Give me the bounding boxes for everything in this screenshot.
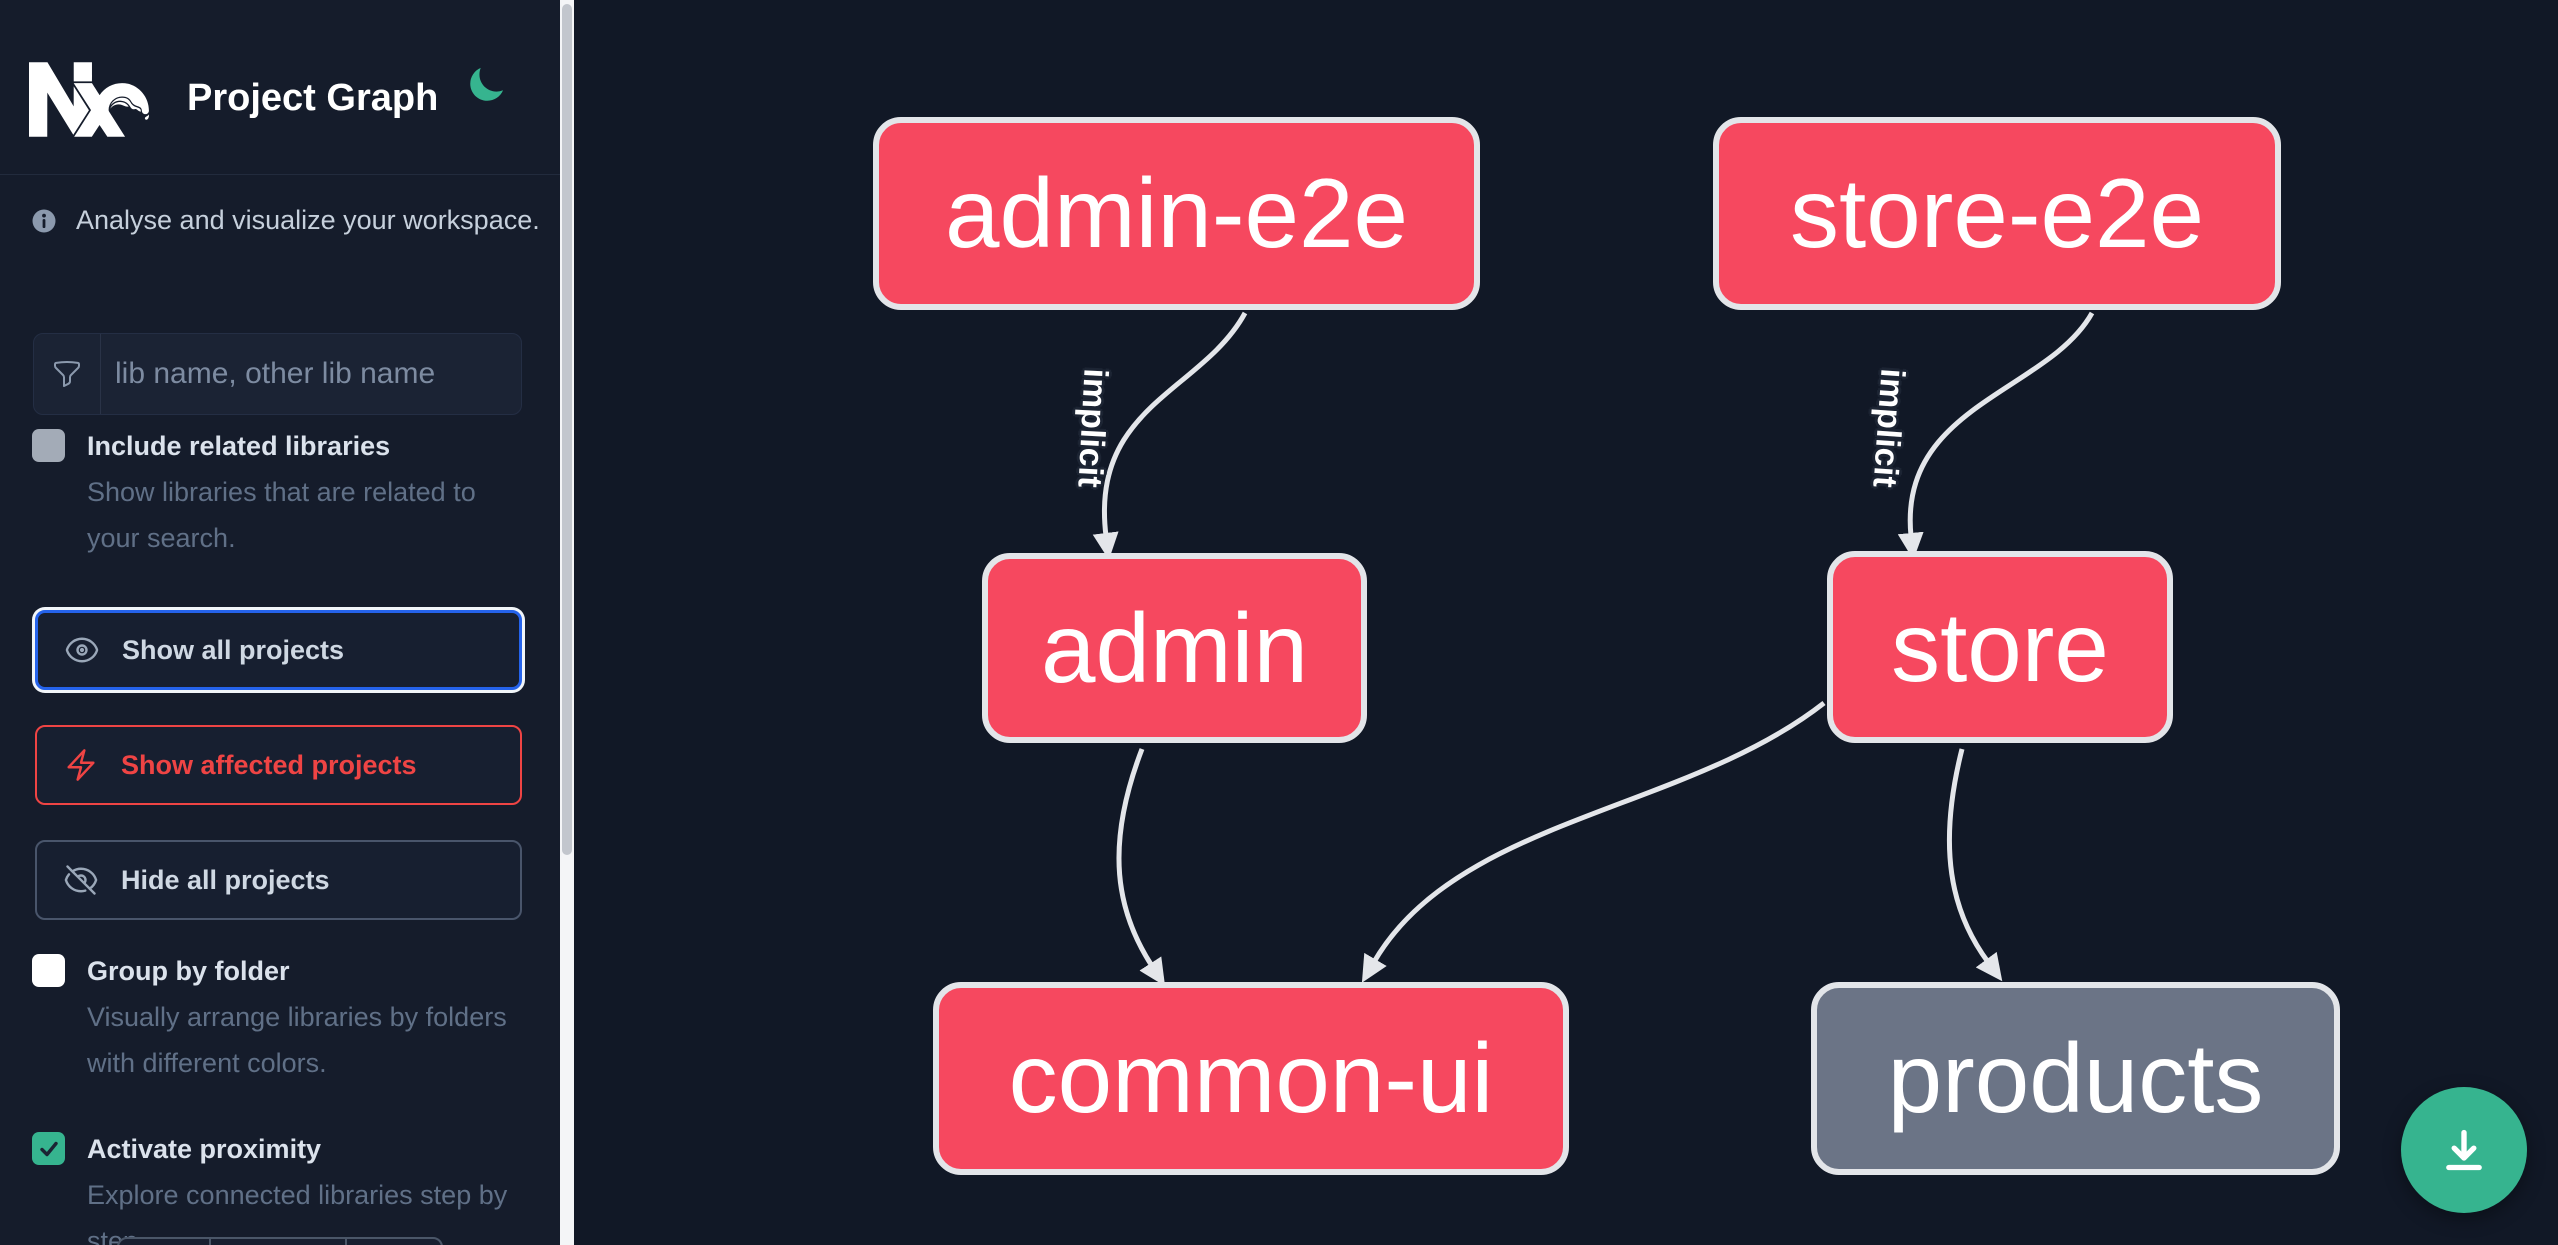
edge-label-implicit: implicit <box>1865 367 1912 489</box>
node-store[interactable]: store <box>1827 551 2173 743</box>
option-description: Explore connected libraries step by step… <box>87 1180 508 1245</box>
node-label: store-e2e <box>1789 158 2204 268</box>
eye-off-icon <box>64 865 98 895</box>
option-description: Show libraries that are related to your … <box>87 477 476 553</box>
button-label: Show all projects <box>122 634 345 665</box>
option-group-by-folder[interactable]: Group by folder Visually arrange librari… <box>32 954 527 1089</box>
node-label: common-ui <box>1008 1023 1494 1133</box>
scrollbar-thumb[interactable] <box>562 4 572 855</box>
sidebar: Project Graph Analyse and visualize your… <box>0 0 560 1245</box>
node-label: admin <box>1041 592 1308 703</box>
project-filter <box>33 333 522 415</box>
node-store-e2e[interactable]: store-e2e <box>1713 117 2281 310</box>
proximity-decrement-button[interactable] <box>119 1239 211 1245</box>
eye-icon <box>65 637 99 663</box>
node-admin-e2e[interactable]: admin-e2e <box>873 117 1480 310</box>
check-icon <box>39 1141 58 1156</box>
node-label: admin-e2e <box>944 158 1409 268</box>
workspace-hint-text: Analyse and visualize your workspace. <box>76 205 540 235</box>
header-divider <box>0 174 560 175</box>
option-label: Activate proximity <box>87 1134 322 1164</box>
checkbox-activate-proximity-checked[interactable] <box>32 1132 65 1165</box>
page-title: Project Graph <box>187 77 439 119</box>
checkbox-include-related[interactable] <box>32 429 65 462</box>
option-label: Include related libraries <box>87 431 391 461</box>
node-admin[interactable]: admin <box>982 553 1367 743</box>
download-icon <box>2446 1129 2482 1171</box>
node-label: products <box>1887 1023 2264 1133</box>
theme-toggle-button[interactable] <box>464 64 508 108</box>
node-products[interactable]: products <box>1811 982 2340 1175</box>
button-label: Hide all projects <box>121 864 330 895</box>
hide-all-projects-button[interactable]: Hide all projects <box>35 840 522 920</box>
moon-icon <box>470 67 504 101</box>
node-common-ui[interactable]: common-ui <box>933 982 1569 1175</box>
option-label: Group by folder <box>87 956 290 986</box>
bolt-icon <box>67 749 95 781</box>
funnel-icon <box>54 360 80 387</box>
button-label: Show affected projects <box>121 749 417 780</box>
option-include-related-libraries[interactable]: Include related libraries Show libraries… <box>32 429 527 554</box>
proximity-value <box>211 1239 348 1245</box>
sidebar-scrollbar[interactable] <box>560 0 574 1245</box>
info-icon <box>32 209 56 232</box>
proximity-depth-control[interactable] <box>117 1237 443 1245</box>
show-all-projects-button[interactable]: Show all projects <box>35 610 522 690</box>
option-description: Visually arrange libraries by folders wi… <box>87 1002 507 1078</box>
edge-label-implicit: implicit <box>1070 367 1115 489</box>
proximity-increment-button[interactable] <box>347 1239 441 1245</box>
download-graph-button[interactable] <box>2401 1087 2527 1213</box>
search-input[interactable] <box>101 334 521 414</box>
node-label: store <box>1891 591 2109 702</box>
filter-icon-cell <box>34 334 101 414</box>
nx-logo <box>29 62 149 137</box>
checkbox-group-by-folder[interactable] <box>32 954 65 987</box>
option-activate-proximity[interactable]: Activate proximity Explore connected lib… <box>32 1132 527 1245</box>
show-affected-projects-button[interactable]: Show affected projects <box>35 725 522 805</box>
